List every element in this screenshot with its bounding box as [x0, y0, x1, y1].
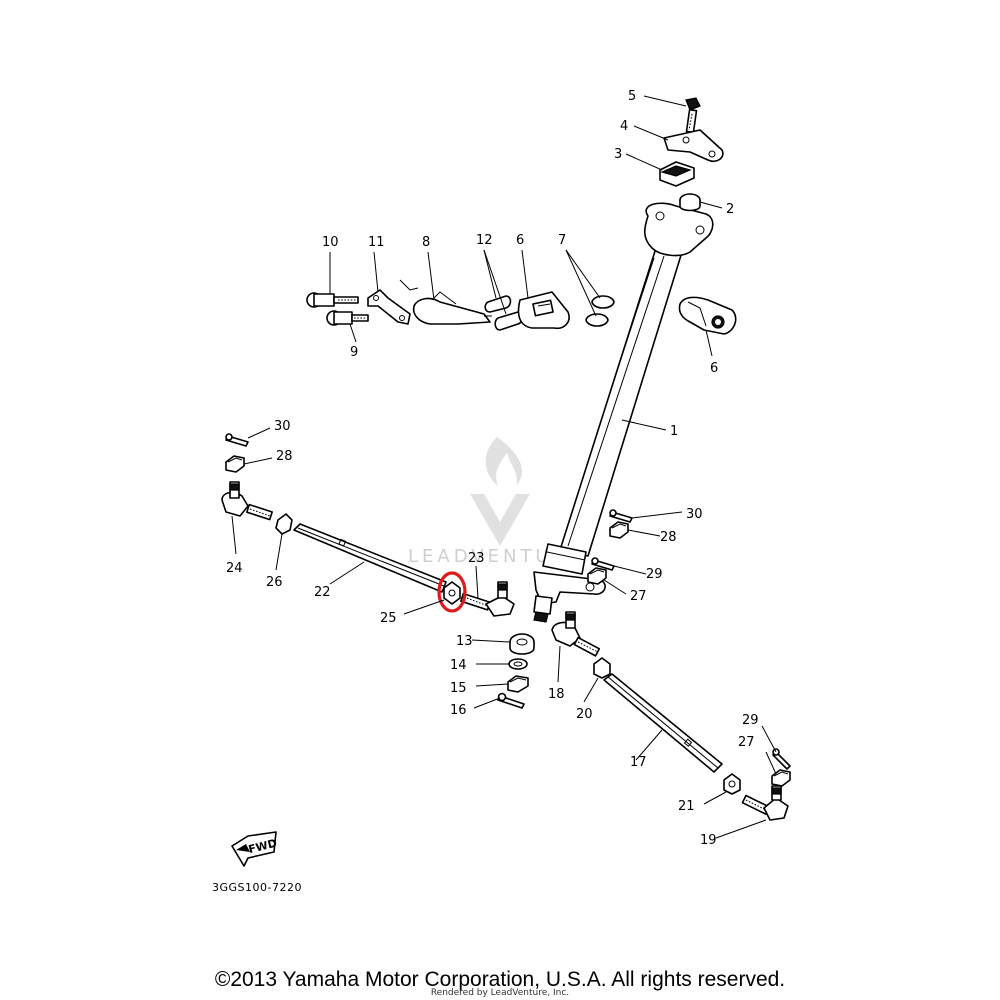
fwd-arrow-icon: FWD [231, 831, 278, 867]
callout-25: 25 [380, 611, 397, 626]
callout-26: 26 [266, 575, 283, 590]
callout-11: 11 [368, 235, 385, 250]
cotter-pin-30-right[interactable] [609, 509, 633, 523]
callout-24: 24 [226, 561, 243, 576]
callout-30-right: 30 [686, 507, 703, 522]
nut-27-right[interactable] [771, 769, 791, 787]
nut-28-left[interactable] [225, 455, 245, 473]
callout-labels: 5 4 3 2 6 1 10 11 8 12 6 7 9 30 28 24 26… [226, 89, 759, 848]
callout-21: 21 [678, 799, 695, 814]
callout-20: 20 [576, 707, 593, 722]
callout-17: 17 [630, 755, 647, 770]
tie-rod-end-18[interactable] [551, 611, 601, 657]
callout-13: 13 [456, 634, 473, 649]
callout-7: 7 [558, 233, 566, 248]
callout-2: 2 [726, 202, 734, 217]
rendered-by-credit: Rendered by LeadVenture, Inc. [430, 988, 570, 998]
watermark-text: LEADVENTURE [408, 546, 584, 567]
washer-14[interactable] [508, 658, 528, 670]
steering-column[interactable] [533, 202, 714, 623]
nut-21[interactable] [723, 773, 741, 795]
callout-8: 8 [422, 235, 430, 250]
highlight-ring [437, 571, 467, 613]
callout-6-left: 6 [516, 233, 524, 248]
nut-15[interactable] [507, 675, 529, 693]
bracket-4[interactable] [663, 129, 724, 163]
cotter-pin-30-left[interactable] [225, 433, 249, 447]
tie-rod-end-23[interactable] [460, 581, 515, 617]
copyright-notice: ©2013 Yamaha Motor Corporation, U.S.A. A… [214, 968, 786, 991]
tie-rod-end-19[interactable] [741, 785, 789, 821]
nut-27-center[interactable] [587, 567, 607, 585]
callout-29-center: 29 [646, 567, 663, 582]
callout-1: 1 [670, 424, 678, 439]
callout-18: 18 [548, 687, 565, 702]
callout-28-right: 28 [660, 530, 677, 545]
leader-lines [231, 95, 777, 839]
callout-15: 15 [450, 681, 467, 696]
callout-16: 16 [450, 703, 467, 718]
bolt-10[interactable] [306, 292, 359, 308]
tie-rod-17[interactable] [603, 673, 723, 773]
callout-10: 10 [322, 235, 339, 250]
callout-4: 4 [620, 119, 628, 134]
cotter-pin-16[interactable] [497, 692, 525, 709]
cotter-pin-29-center[interactable] [591, 557, 615, 571]
callout-22: 22 [314, 585, 331, 600]
nut-26[interactable] [275, 513, 293, 535]
callout-30-left: 30 [274, 419, 291, 434]
collars-12[interactable] [484, 295, 524, 331]
tie-rod-22[interactable] [293, 523, 447, 593]
arm-8[interactable] [399, 279, 492, 325]
bushing-2[interactable] [679, 193, 701, 212]
callout-28-left: 28 [276, 449, 293, 464]
circlips-7[interactable] [585, 295, 615, 327]
callout-27-right: 27 [738, 735, 755, 750]
callout-3: 3 [614, 147, 622, 162]
callout-27-center: 27 [630, 589, 647, 604]
tie-rod-end-24[interactable] [221, 481, 273, 521]
callout-19: 19 [700, 833, 717, 848]
callout-29-right: 29 [742, 713, 759, 728]
callout-14: 14 [450, 658, 467, 673]
bolt-5[interactable] [685, 97, 701, 134]
nut-28-right[interactable] [609, 521, 629, 539]
callout-5: 5 [628, 89, 636, 104]
nut-25[interactable] [443, 581, 461, 605]
holder-6-right[interactable] [678, 296, 737, 335]
watermark-logo [470, 437, 530, 546]
nut-20[interactable] [593, 657, 611, 679]
plate-11[interactable] [367, 289, 411, 325]
callout-9: 9 [350, 345, 358, 360]
bolt-9[interactable] [326, 310, 369, 326]
callout-6-right: 6 [710, 361, 718, 376]
washer-13[interactable] [509, 633, 535, 655]
callout-23: 23 [468, 551, 485, 566]
holder-3[interactable] [659, 161, 695, 187]
callout-12: 12 [476, 233, 493, 248]
holder-6-left[interactable] [517, 291, 570, 330]
drawing-code: 3GGS100-7220 [212, 881, 302, 894]
